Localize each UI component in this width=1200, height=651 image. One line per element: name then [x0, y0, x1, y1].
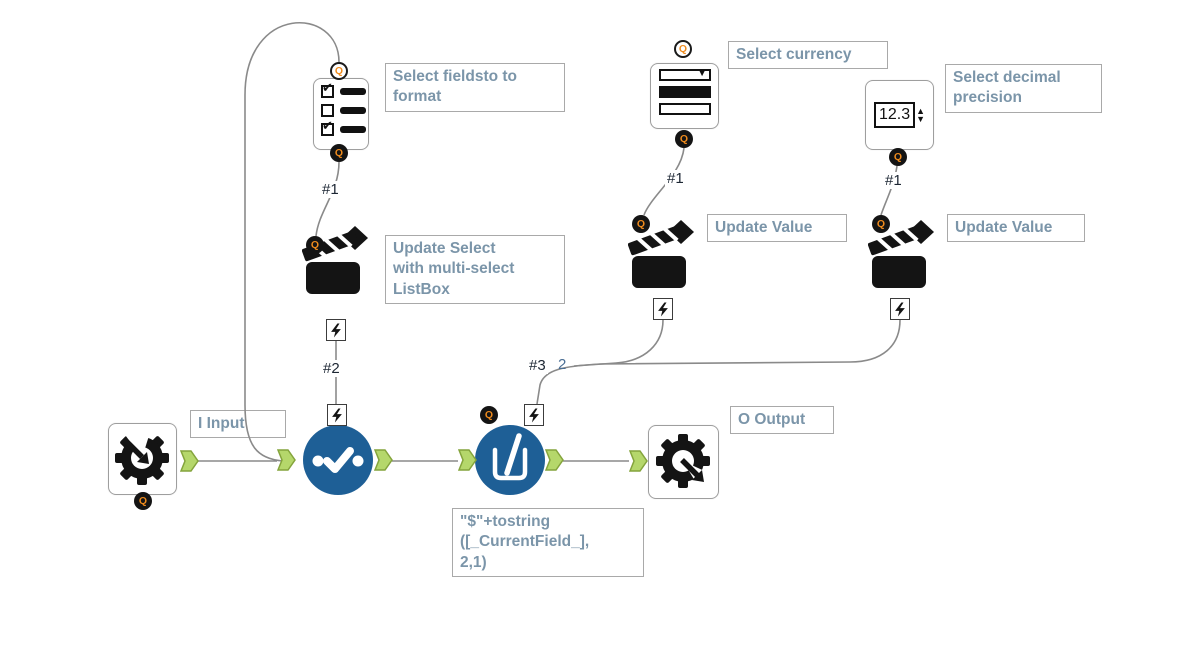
wire-uv1-to-formula: [573, 319, 664, 367]
checkbox-checked-icon: ✔: [322, 118, 333, 133]
action-anchor-select[interactable]: [327, 404, 347, 426]
output-anchor-formula[interactable]: [545, 449, 564, 471]
listbox-tool[interactable]: ✔ ✔: [313, 78, 369, 150]
action-update-value-1-tool[interactable]: [627, 218, 696, 290]
output-anchor-macro-input[interactable]: [180, 450, 199, 472]
action-anchor-update-value-2[interactable]: [890, 298, 910, 320]
q-anchor-out-listbox[interactable]: Q: [330, 144, 348, 162]
spinner-down-icon: ▼: [916, 114, 926, 124]
macro-input-gear-icon: [115, 426, 169, 485]
q-anchor-in-update-select[interactable]: Q: [306, 236, 324, 254]
lightning-icon: [895, 302, 905, 316]
q-anchor-out-dropdown[interactable]: Q: [675, 130, 693, 148]
select-check-icon: [312, 447, 364, 473]
connection-label-formula-a: #3: [527, 357, 548, 374]
connection-label-dropdown: #1: [665, 170, 686, 187]
annotation-output[interactable]: O Output: [730, 406, 834, 435]
q-anchor-in-dropdown[interactable]: Q: [674, 40, 692, 58]
input-anchor-macro-output[interactable]: [629, 450, 648, 472]
annotation-line: precision: [953, 89, 1022, 107]
wire-uv2-to-formula: [536, 319, 901, 405]
annotation-line: 2,1): [460, 553, 487, 571]
action-anchor-update-value-1[interactable]: [653, 298, 673, 320]
annotation-line: Update Value: [715, 219, 813, 236]
annotation-line: I Input: [198, 415, 245, 432]
clapperboard-icon: [867, 220, 934, 288]
action-anchor-formula[interactable]: [524, 404, 544, 426]
clapperboard-icon: [627, 220, 694, 288]
dropdown-tool[interactable]: ▼: [650, 63, 719, 129]
clapperboard-icon: [301, 226, 368, 294]
dropdown-icon: ▼: [651, 68, 718, 115]
connection-label-formula-b: 2: [558, 356, 567, 373]
q-anchor-formula[interactable]: Q: [480, 406, 498, 424]
connection-label-numeric: #1: [883, 172, 904, 189]
multi-field-formula-tool[interactable]: [475, 425, 545, 495]
output-anchor-select[interactable]: [374, 449, 393, 471]
lightning-icon: [529, 408, 539, 422]
q-anchor-out-numeric[interactable]: Q: [889, 148, 907, 166]
listbox-icon: ✔ ✔: [314, 80, 368, 136]
lightning-icon: [332, 408, 342, 422]
lightning-icon: [658, 302, 668, 316]
annotation-precision[interactable]: Select decimal precision: [945, 64, 1102, 113]
annotation-update-select[interactable]: Update Select with multi-select ListBox: [385, 235, 565, 305]
action-update-select-tool[interactable]: [301, 224, 370, 296]
wire-listbox-to-action: [315, 161, 340, 237]
annotation-line: Update Select: [393, 240, 496, 257]
annotation-line: Update Value: [955, 219, 1053, 236]
q-anchor-in-update-value-1[interactable]: Q: [632, 215, 650, 233]
checkbox-checked-icon: ✔: [322, 80, 333, 95]
annotation-line: Select currency: [736, 46, 852, 63]
annotation-line: format: [393, 88, 442, 106]
q-anchor-in-listbox[interactable]: Q: [330, 62, 348, 80]
annotation-line: Select decimal: [953, 69, 1061, 86]
macro-input-tool[interactable]: [108, 423, 177, 495]
q-anchor-macro-input[interactable]: Q: [134, 492, 152, 510]
numeric-updown-icon: 12.3 ▲ ▼: [866, 81, 933, 149]
annotation-line: Select fieldsto to: [393, 68, 518, 85]
numeric-updown-tool[interactable]: 12.3 ▲ ▼: [865, 80, 934, 150]
q-anchor-in-update-value-2[interactable]: Q: [872, 215, 890, 233]
annotation-line: ListBox: [393, 280, 450, 298]
beaker-icon: [492, 433, 528, 481]
annotation-line: ([_CurrentField_],: [460, 533, 590, 551]
select-tool[interactable]: [303, 425, 373, 495]
annotation-line: with multi-select: [393, 260, 515, 278]
spinner-up-icon: ▲: [916, 106, 926, 116]
input-anchor-select[interactable]: [277, 449, 296, 471]
annotation-listbox[interactable]: Select fieldsto to format: [385, 63, 565, 112]
checkbox-empty-icon: [321, 104, 334, 117]
macro-output-tool[interactable]: [648, 425, 719, 499]
annotation-update-value-2[interactable]: Update Value: [947, 214, 1085, 243]
action-update-value-2-tool[interactable]: [867, 218, 936, 290]
dropdown-arrow-icon: ▼: [697, 68, 707, 78]
annotation-input[interactable]: I Input: [190, 410, 286, 439]
action-anchor-update-select[interactable]: [326, 319, 346, 341]
annotation-line: O Output: [738, 411, 806, 428]
wire-listbox-loop: [244, 21, 340, 462]
annotation-line: "$"+tostring: [460, 513, 551, 530]
connection-label-action2: #2: [321, 360, 342, 377]
lightning-icon: [331, 323, 341, 337]
numeric-value: 12.3: [873, 102, 916, 128]
input-anchor-formula[interactable]: [458, 449, 477, 471]
wire-numeric-to-action: [880, 165, 898, 216]
connection-label-listbox: #1: [320, 181, 341, 198]
macro-output-gear-icon: [656, 434, 713, 491]
annotation-update-value-1[interactable]: Update Value: [707, 214, 847, 243]
annotation-formula[interactable]: "$"+tostring ([_CurrentField_], 2,1): [452, 508, 644, 578]
annotation-currency[interactable]: Select currency: [728, 41, 888, 70]
